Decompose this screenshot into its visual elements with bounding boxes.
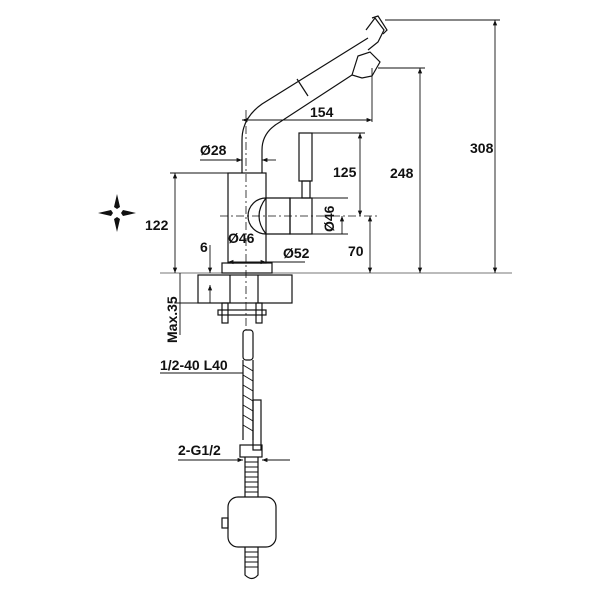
dimension-lines: [160, 19, 500, 463]
dim-body-diameter: Ø46: [228, 230, 255, 246]
spout: [241, 15, 388, 173]
label-supply-hose: 1/2-40 L40: [160, 357, 228, 373]
mounting-base: [197, 274, 293, 324]
dim-spout-diameter: Ø28: [200, 142, 227, 158]
dim-total-height: 308: [470, 140, 494, 156]
dim-outlet-height: 248: [390, 165, 414, 181]
dim-handle-axis-height: 70: [348, 243, 364, 259]
dim-base-offset: 6: [200, 239, 208, 255]
pull-out-hose: [221, 329, 277, 580]
dim-max-thickness: Max.35: [164, 296, 180, 343]
dim-spout-reach: 154: [310, 104, 334, 120]
crosshair-arrows-icon: [98, 194, 136, 232]
dim-lever-height: 125: [333, 164, 357, 180]
dim-handle-diameter: Ø46: [321, 205, 337, 232]
dim-body-height: 122: [145, 217, 169, 233]
label-connection: 2-G1/2: [178, 442, 221, 458]
dim-base-diameter: Ø52: [283, 245, 310, 261]
